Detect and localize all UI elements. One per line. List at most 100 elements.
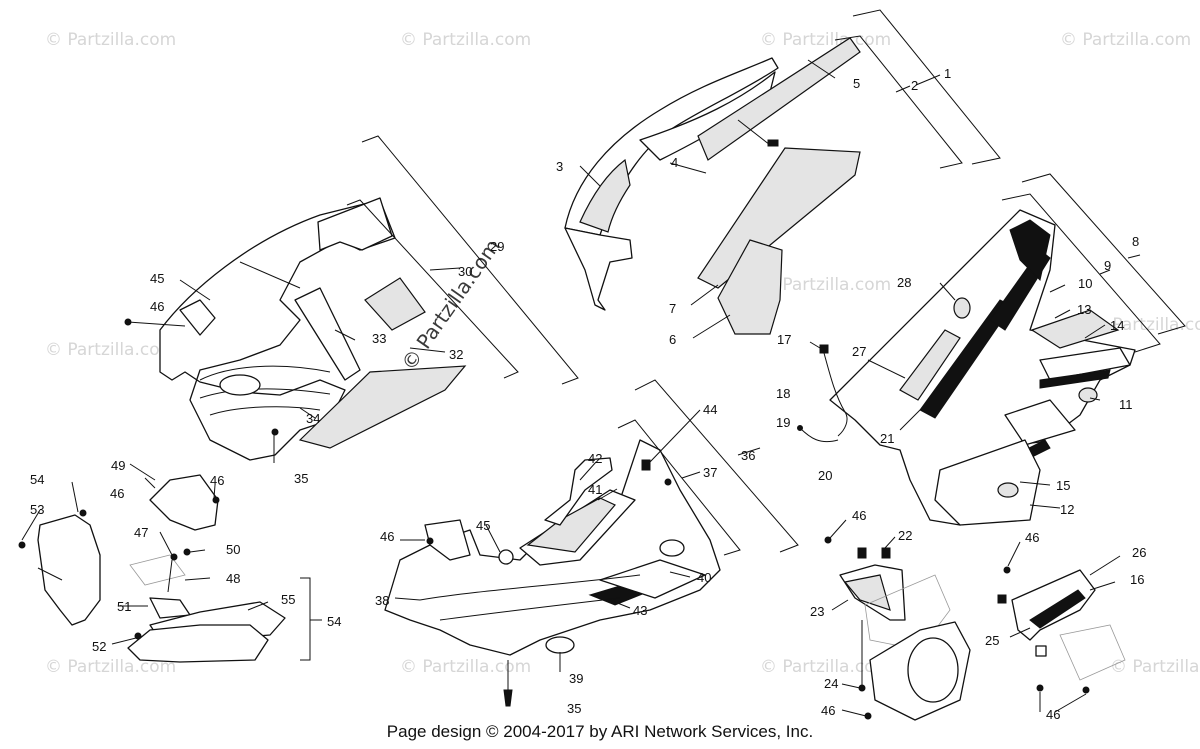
callout-39: 39 xyxy=(569,671,583,686)
callout-38: 38 xyxy=(375,593,389,608)
belly-pan-assembly xyxy=(384,379,799,707)
callout-55: 55 xyxy=(281,592,295,607)
callout-46: 46 xyxy=(210,473,224,488)
clip-icon xyxy=(881,547,891,559)
callout-34: 34 xyxy=(306,411,320,426)
clip-icon xyxy=(641,459,651,471)
callout-7: 7 xyxy=(669,301,676,316)
callout-48: 48 xyxy=(226,571,240,586)
callout-42: 42 xyxy=(588,451,602,466)
callout-43: 43 xyxy=(633,603,647,618)
callout-52: 52 xyxy=(92,639,106,654)
push-rivet-icon xyxy=(503,689,513,707)
callout-21: 21 xyxy=(880,431,894,446)
callout-54-right: 54 xyxy=(327,614,341,629)
callout-33: 33 xyxy=(372,331,386,346)
callout-10: 10 xyxy=(1078,276,1092,291)
callout-19: 19 xyxy=(776,415,790,430)
screw-icon xyxy=(18,541,26,549)
watermark-text: © Partzilla.com xyxy=(1060,30,1191,50)
callout-49: 49 xyxy=(111,458,125,473)
screw-icon xyxy=(426,537,434,545)
callout-26: 26 xyxy=(1132,545,1146,560)
callout-32: 32 xyxy=(449,347,463,362)
watermark-text: © Partzilla.com xyxy=(1110,657,1200,677)
callout-15: 15 xyxy=(1056,478,1070,493)
callout-18: 18 xyxy=(776,386,790,401)
bottom-right-assembly xyxy=(824,519,1126,721)
callout-8: 8 xyxy=(1132,234,1139,249)
callout-36: 36 xyxy=(741,448,755,463)
decal-logo-icon xyxy=(1009,219,1051,281)
callout-1: 1 xyxy=(944,66,951,81)
callout-9: 9 xyxy=(1104,258,1111,273)
clip-icon xyxy=(997,594,1007,604)
callout-4: 4 xyxy=(671,155,678,170)
callout-27: 27 xyxy=(852,344,866,359)
callout-14: 14 xyxy=(1110,318,1124,333)
callout-46: 46 xyxy=(1046,707,1060,722)
callout-16: 16 xyxy=(1130,572,1144,587)
screw-icon xyxy=(1082,686,1090,694)
callout-53: 53 xyxy=(30,502,44,517)
callout-29: 29 xyxy=(490,239,504,254)
screw-icon xyxy=(1003,566,1011,574)
callout-46: 46 xyxy=(380,529,394,544)
watermark-text: © Partzilla.com xyxy=(45,340,176,360)
bottom-left-assembly xyxy=(18,463,322,663)
callout-23: 23 xyxy=(810,604,824,619)
watermark-text: © Partzilla.com xyxy=(760,657,891,677)
hood-assembly xyxy=(564,9,1001,339)
callout-3: 3 xyxy=(556,159,563,174)
decal-stripe-icon xyxy=(1039,369,1111,389)
callout-25: 25 xyxy=(985,633,999,648)
screw-icon xyxy=(170,553,178,561)
screw-icon xyxy=(124,318,132,326)
screw-icon xyxy=(79,509,87,517)
callout-17: 17 xyxy=(777,332,791,347)
watermark-text: © Partzilla.com xyxy=(760,275,891,295)
screw-icon xyxy=(183,548,191,556)
callout-12: 12 xyxy=(1060,502,1074,517)
watermark-text: © Partzilla.com xyxy=(45,30,176,50)
callout-41: 41 xyxy=(588,482,602,497)
watermark-text: © Partzilla.com xyxy=(760,30,891,50)
callout-2: 2 xyxy=(911,78,918,93)
connector-icon xyxy=(797,425,803,431)
screw-icon xyxy=(664,478,672,486)
callout-labels: 1 2 3 4 5 6 7 8 9 10 11 12 13 14 15 16 1… xyxy=(30,66,1146,722)
callout-46: 46 xyxy=(821,703,835,718)
callout-11: 11 xyxy=(1119,397,1133,412)
watermark-text: © Partzilla.com xyxy=(400,657,531,677)
callout-5: 5 xyxy=(853,76,860,91)
callout-46: 46 xyxy=(150,299,164,314)
callout-46: 46 xyxy=(110,486,124,501)
callout-40: 40 xyxy=(697,570,711,585)
callout-24: 24 xyxy=(824,676,838,691)
callout-46: 46 xyxy=(1025,530,1039,545)
callout-6: 6 xyxy=(669,332,676,347)
callout-20: 20 xyxy=(818,468,832,483)
callout-45-left: 45 xyxy=(150,271,164,286)
screw-icon xyxy=(271,428,279,436)
clip-icon xyxy=(134,632,142,640)
callout-28: 28 xyxy=(897,275,911,290)
callout-22: 22 xyxy=(898,528,912,543)
screw-icon xyxy=(824,536,832,544)
callout-44: 44 xyxy=(703,402,717,417)
clip-icon xyxy=(857,547,867,559)
decal-stripe-icon xyxy=(1029,589,1086,629)
callout-35-left: 35 xyxy=(294,471,308,486)
screw-icon xyxy=(212,496,220,504)
footer-credit: Page design © 2004-2017 by ARI Network S… xyxy=(386,722,814,741)
callout-45-bottom: 45 xyxy=(476,518,490,533)
watermark-text: © Partzilla.com xyxy=(400,30,531,50)
side-panel-assembly xyxy=(124,135,579,463)
screw-icon xyxy=(1036,684,1044,692)
callout-37: 37 xyxy=(703,465,717,480)
callout-35-bottom: 35 xyxy=(567,701,581,716)
callout-30: 30 xyxy=(458,264,472,279)
callout-51: 51 xyxy=(117,599,131,614)
callout-46: 46 xyxy=(852,508,866,523)
connector-icon xyxy=(819,344,829,354)
